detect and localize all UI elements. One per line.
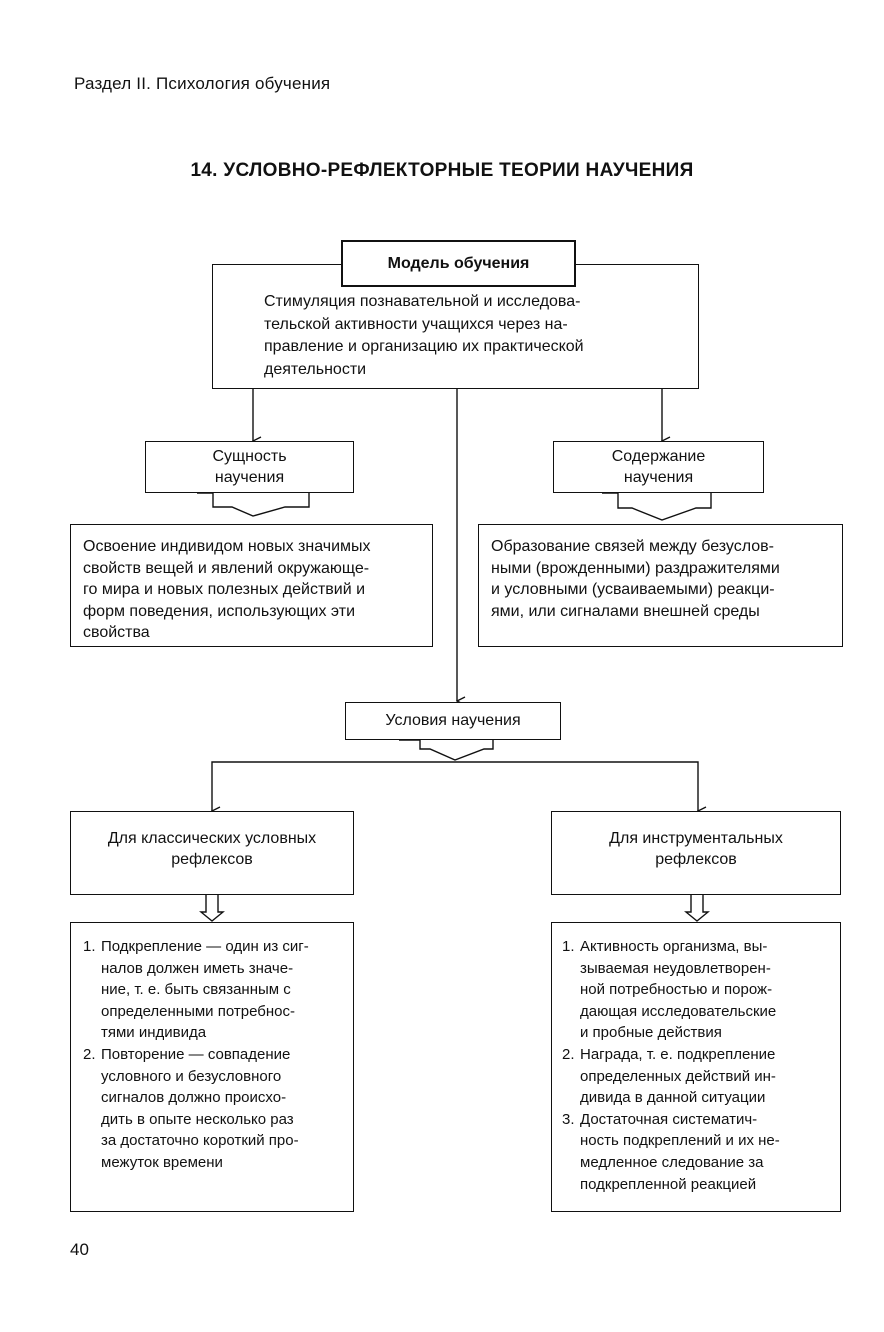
conditions-label: Условия научения — [385, 712, 521, 730]
list-item: 3. Достаточная систематич- ность подкреп… — [558, 1109, 838, 1195]
classical-item-1-line-1: Подкрепление — один из сиг- — [101, 938, 309, 955]
classical-hollow-arrow — [199, 895, 225, 922]
instrumental-item-1-line-1: Активность организма, вы- — [580, 938, 768, 955]
essence-text: Освоение индивидом новых значимых свойст… — [83, 536, 428, 644]
model-line-4: деятельности — [264, 360, 367, 378]
section-header: Раздел II. Психология обучения — [74, 74, 331, 93]
classical-item-2-line-1: Повторение — совпадение — [101, 1045, 291, 1063]
classical-item-1-line-2: налов должен иметь значе- — [101, 959, 294, 977]
essence-text-box: Освоение индивидом новых значимых свойст… — [70, 524, 433, 647]
item-number: 3. — [562, 1110, 575, 1128]
instrumental-item-3-line-2: ность подкреплений и их не- — [580, 1132, 780, 1150]
classical-list-box: 1. Подкрепление — один из сиг- налов дол… — [70, 922, 354, 1212]
model-label-box: Модель обучения — [341, 240, 576, 287]
content-label-line-1: Содержание — [611, 447, 706, 465]
instrumental-list: 1. Активность организма, вы- зываемая не… — [558, 936, 838, 1195]
essence-line-3: го мира и новых полезных действий и — [83, 581, 366, 598]
page-title: 14. УСЛОВНО-РЕФЛЕКТОРНЫЕ ТЕОРИИ НАУЧЕНИЯ — [190, 160, 694, 181]
content-text-box: Образование связей между безуслов- ными … — [478, 524, 843, 647]
essence-line-5: свойства — [83, 624, 150, 641]
classical-item-2-line-3: сигналов должно происхо- — [101, 1089, 287, 1107]
model-text: Стимуляция познавательной и исследова- т… — [264, 291, 684, 381]
content-line-2: ными (врожденными) раздражителями — [491, 559, 780, 577]
essence-label: Сущность научения — [212, 446, 286, 489]
conditions-label-box: Условия научения — [345, 702, 561, 740]
classical-label-line-2: рефлексов — [171, 851, 253, 868]
instrumental-item-1-line-5: и пробные действия — [580, 1024, 722, 1042]
instrumental-label-line-1: Для инструментальных — [609, 829, 783, 847]
essence-label-box: Сущность научения — [145, 441, 354, 493]
instrumental-item-1-line-3: ной потребностью и порож- — [580, 981, 773, 999]
content-label: Содержание научения — [612, 446, 706, 489]
instrumental-label-box: Для инструментальных рефлексов — [551, 811, 841, 895]
content-line-3: и условными (усваиваемыми) реакци- — [491, 581, 775, 598]
item-number: 2. — [562, 1045, 575, 1063]
instrumental-item-2-line-3: дивида в данной ситуации — [580, 1089, 766, 1107]
instrumental-item-3-line-4: подкрепленной реакцией — [580, 1175, 757, 1193]
model-label: Модель обучения — [387, 254, 530, 272]
instrumental-label-line-2: рефлексов — [655, 851, 737, 868]
classical-item-2-line-5: за достаточно короткий про- — [101, 1132, 299, 1150]
essence-line-1: Освоение индивидом новых значимых — [83, 538, 371, 555]
page-number: 40 — [70, 1240, 89, 1259]
essence-line-4: форм поведения, использующих эти — [83, 602, 355, 620]
content-line-4: ями, или сигналами внешней среды — [491, 602, 760, 620]
classical-item-1-line-4: определенными потребнос- — [101, 1002, 295, 1020]
item-number: 1. — [562, 938, 575, 955]
content-label-line-2: научения — [623, 469, 694, 486]
classical-item-2-line-4: дить в опыте несколько раз — [101, 1110, 294, 1128]
content-label-box: Содержание научения — [553, 441, 764, 493]
instrumental-label: Для инструментальных рефлексов — [609, 828, 783, 871]
content-text: Образование связей между безуслов- ными … — [491, 536, 841, 622]
classical-item-2-line-6: межуток времени — [101, 1153, 223, 1171]
model-line-1: Стимуляция познавательной и исследова- — [264, 293, 581, 310]
instrumental-list-box: 1. Активность организма, вы- зываемая не… — [551, 922, 841, 1212]
instrumental-item-1-line-2: зываемая неудовлетворен- — [580, 959, 771, 977]
instrumental-item-1-line-4: дающая исследовательские — [580, 1002, 777, 1020]
classical-item-1-line-5: тями индивида — [101, 1024, 207, 1042]
instrumental-item-2-line-2: определенных действий ин- — [580, 1067, 776, 1085]
arrow-conditions-to-classical — [212, 761, 455, 811]
arrow-conditions-to-instrumental — [455, 761, 698, 811]
list-item: 1. Активность организма, вы- зываемая не… — [558, 936, 838, 1044]
item-number: 2. — [83, 1045, 96, 1063]
classical-list: 1. Подкрепление — один из сиг- налов дол… — [79, 936, 351, 1174]
essence-label-line-2: научения — [214, 469, 285, 486]
essence-hollow-arrow — [197, 492, 310, 517]
item-number: 1. — [83, 938, 96, 955]
instrumental-item-2-line-1: Награда, т. е. подкрепление — [580, 1045, 776, 1063]
conditions-hollow-arrow — [399, 739, 494, 761]
model-line-2: тельской активности учащихся через на- — [264, 315, 568, 333]
instrumental-item-3-line-3: медленное следование за — [580, 1153, 764, 1171]
classical-item-2-line-2: условного и безусловного — [101, 1067, 282, 1085]
model-line-3: правление и организацию их практической — [264, 338, 584, 355]
classical-label-box: Для классических условных рефлексов — [70, 811, 354, 895]
list-item: 2. Награда, т. е. подкрепление определен… — [558, 1044, 838, 1109]
instrumental-hollow-arrow — [684, 895, 710, 922]
classical-label: Для классических условных рефлексов — [108, 828, 316, 871]
classical-label-line-1: Для классических условных — [107, 829, 317, 847]
content-hollow-arrow — [602, 492, 712, 521]
classical-item-1-line-3: ние, т. е. быть связанным с — [101, 981, 291, 999]
essence-line-2: свойств вещей и явлений окружающе- — [83, 559, 370, 577]
list-item: 1. Подкрепление — один из сиг- налов дол… — [79, 936, 351, 1044]
content-line-1: Образование связей между безуслов- — [491, 538, 774, 555]
instrumental-item-3-line-1: Достаточная систематич- — [580, 1110, 758, 1128]
essence-label-line-1: Сущность — [212, 447, 287, 465]
list-item: 2. Повторение — совпадение условного и б… — [79, 1044, 351, 1174]
